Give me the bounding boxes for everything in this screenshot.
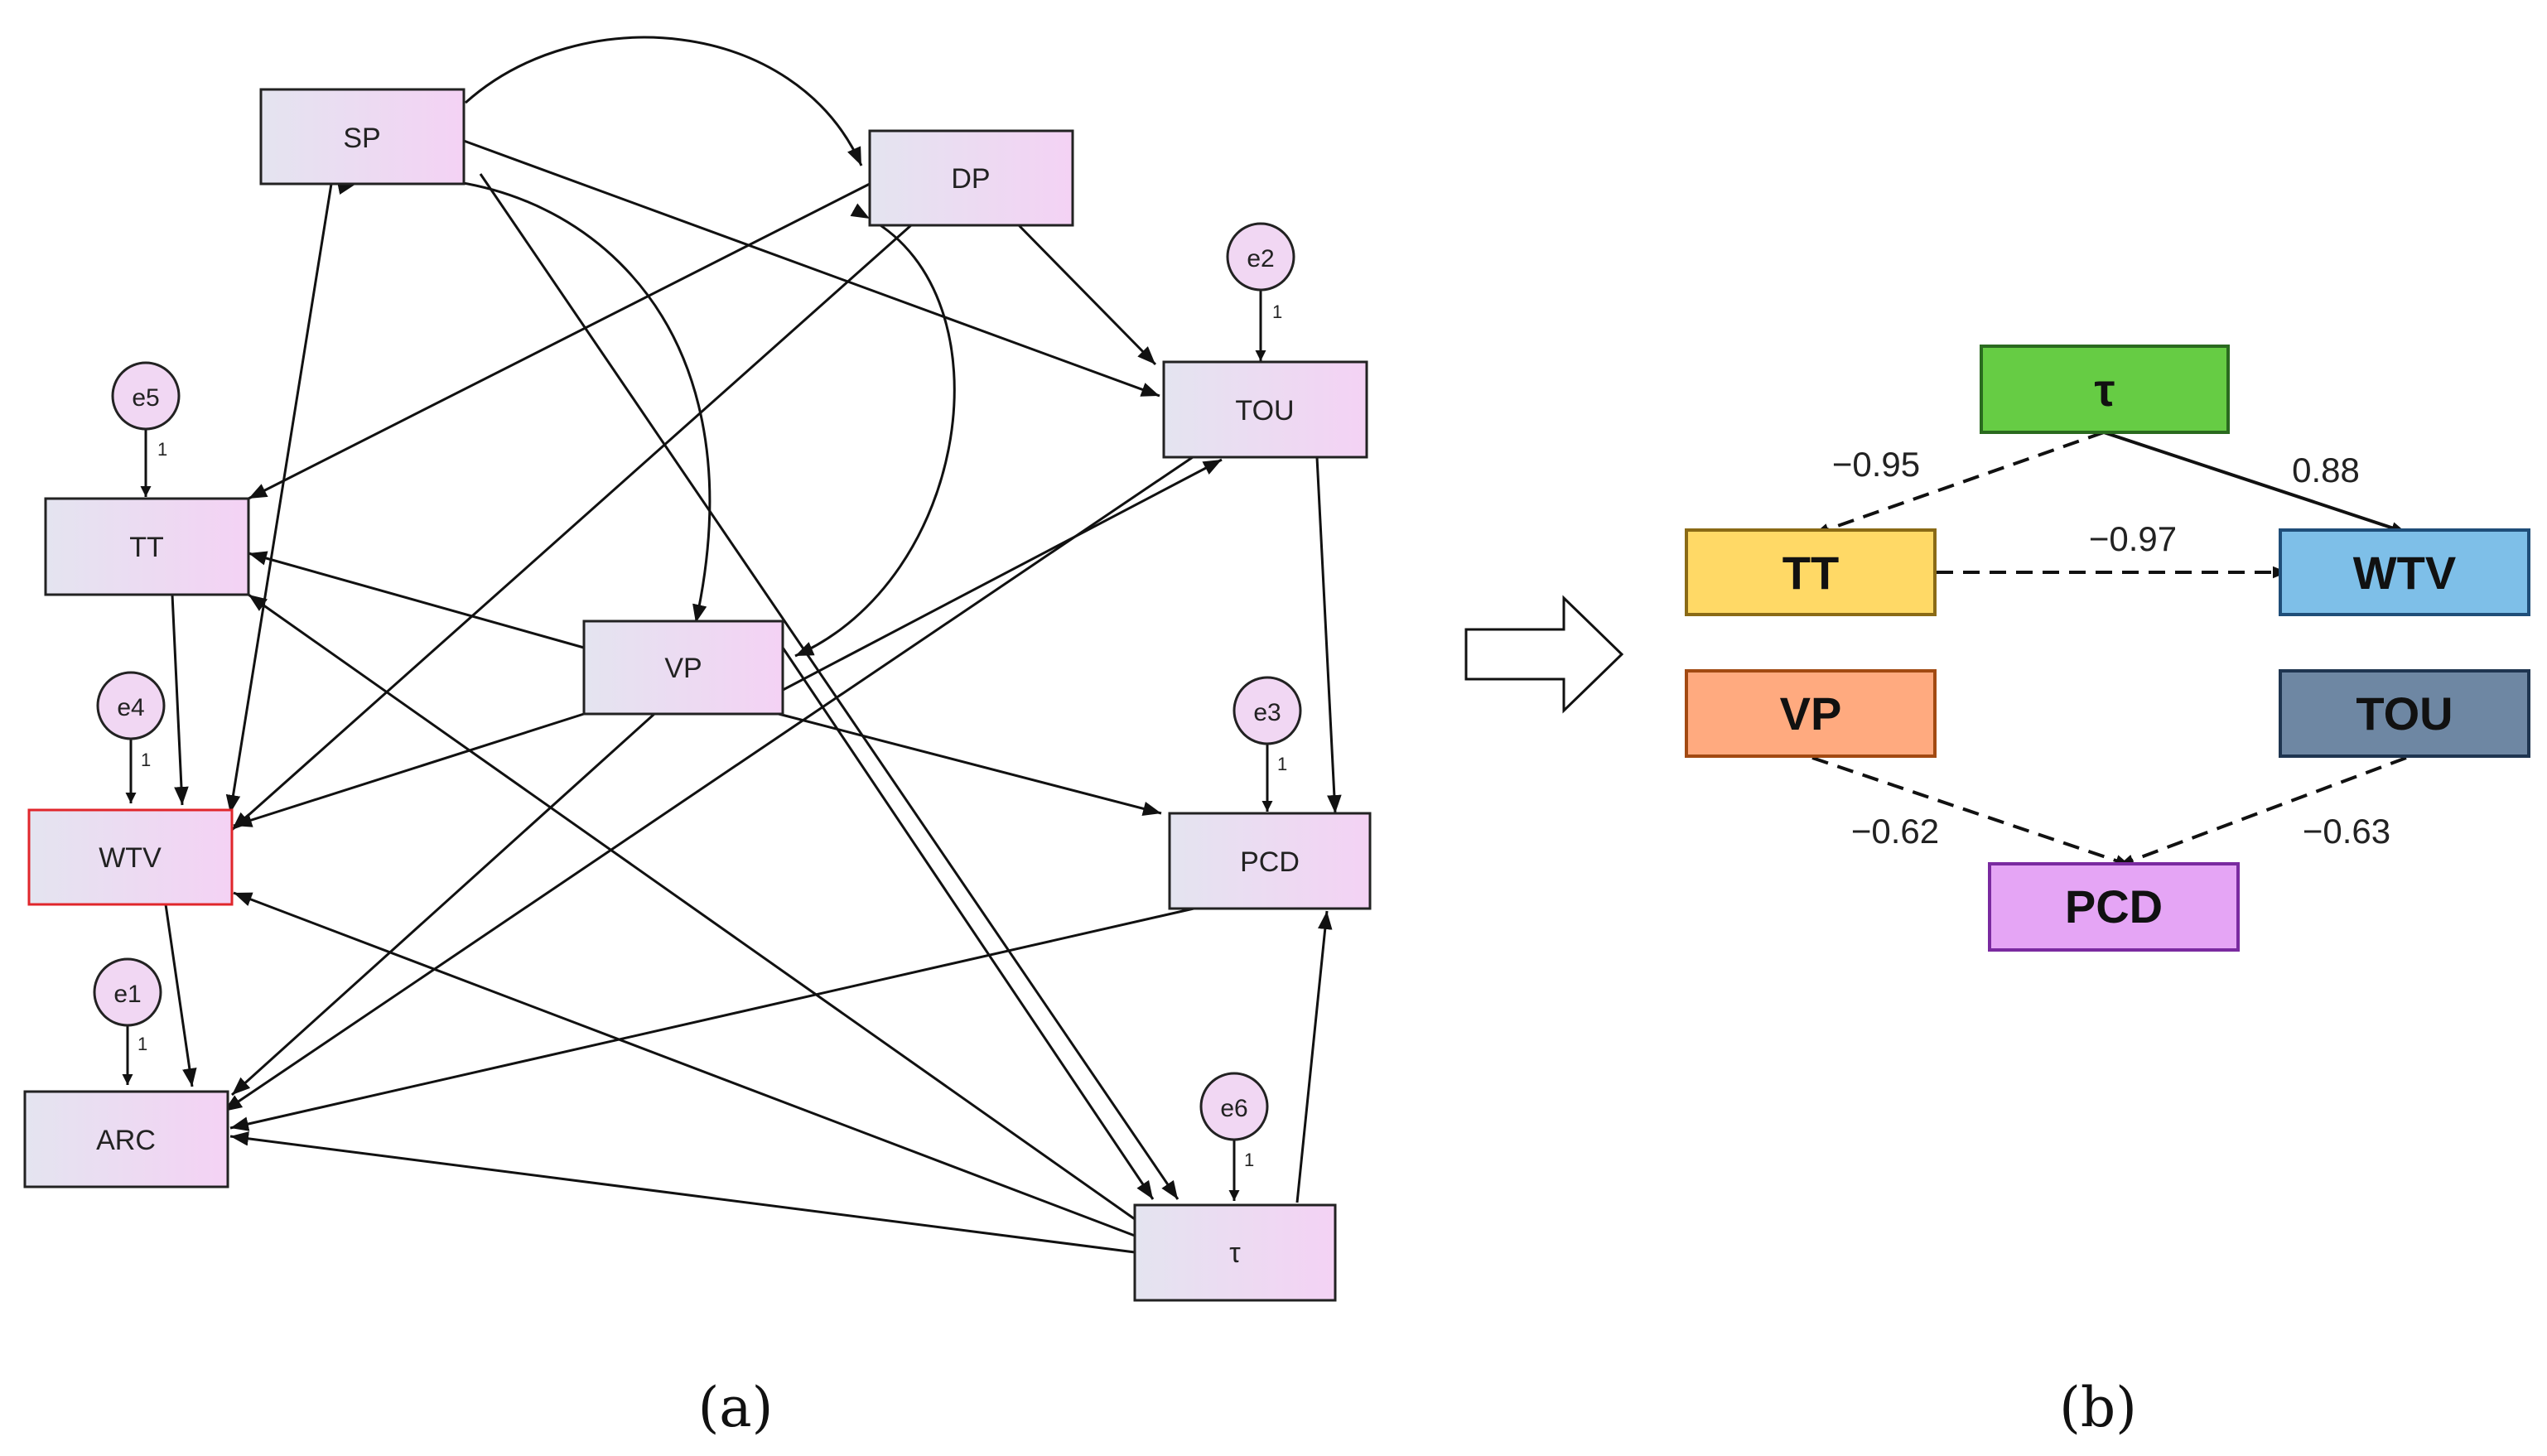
panel-a-edges (122, 36, 1342, 1254)
node-tau: τ (1133, 1203, 1337, 1302)
node-vp-label: VP (664, 653, 702, 684)
edge-tau-pcd (1295, 910, 1333, 1203)
transition-arrow-icon (1464, 595, 1624, 714)
coef-tou-pcd: −0.63 (2303, 812, 2390, 851)
node-pcd: PCD (1168, 812, 1372, 910)
error-e2-label: e2 (1247, 245, 1274, 272)
b-node-pcd-label: PCD (2065, 880, 2163, 933)
node-tau-label: τ (1229, 1237, 1241, 1269)
error-e6: e6 1 (1199, 1072, 1269, 1170)
weight-e1: 1 (137, 1034, 147, 1054)
error-e5: e5 1 (111, 361, 181, 460)
edge-tt-wtv (171, 594, 189, 806)
coef-tt-wtv: −0.97 (2089, 519, 2177, 558)
caption-b: (b) (2059, 1376, 2137, 1439)
panel-b-nodes: τ TT WTV VP TOU PCD (1685, 345, 2530, 952)
edge-dp-tt (248, 182, 871, 500)
error-e3: e3 1 (1232, 676, 1302, 774)
edge-wtv-arc (164, 904, 197, 1087)
edge-vp-wtv (233, 712, 585, 827)
panel-b-edges (1811, 431, 2407, 867)
node-wtv-label: WTV (99, 842, 162, 874)
b-node-wtv: WTV (2279, 528, 2530, 616)
node-tt-label: TT (129, 532, 164, 563)
b-node-tou-label: TOU (2356, 687, 2453, 740)
edge-vp-pcd (778, 712, 1162, 816)
edge-b-tau-wtv (2103, 431, 2407, 534)
edge-b-vp-pcd (1811, 756, 2131, 867)
weight-e6: 1 (1244, 1150, 1254, 1170)
b-node-wtv-label: WTV (2353, 547, 2456, 599)
coef-vp-pcd: −0.62 (1851, 812, 1939, 851)
node-arc: ARC (23, 1090, 229, 1188)
weight-e3: 1 (1277, 754, 1287, 774)
node-sp: SP (259, 88, 466, 186)
edge-tou-pcd (1315, 456, 1342, 814)
node-tou-label: TOU (1235, 395, 1294, 427)
node-pcd-label: PCD (1240, 846, 1300, 878)
node-wtv: WTV (27, 808, 234, 906)
coef-tau-wtv: 0.88 (2292, 451, 2360, 489)
node-arc-label: ARC (96, 1125, 156, 1156)
edge-sp-tou (463, 139, 1160, 398)
b-node-tt: TT (1685, 528, 1937, 616)
edge-vp-tt (248, 551, 585, 649)
b-node-tau: τ (1980, 345, 2230, 434)
caption-a: (a) (698, 1376, 774, 1439)
edge-vp-arc (230, 712, 656, 1097)
b-node-vp-label: VP (1780, 687, 1842, 740)
cov-sp-vp (336, 177, 712, 624)
node-tt: TT (44, 497, 250, 596)
b-node-tau-label: τ (2095, 364, 2115, 416)
panel-a-nodes: SP DP TOU TT VP WTV PCD ARC (23, 88, 1372, 1302)
node-tou: TOU (1162, 360, 1368, 459)
weight-e5: 1 (157, 439, 167, 460)
error-e1: e1 1 (93, 957, 162, 1054)
edge-vp-tou (736, 458, 1223, 716)
node-sp-label: SP (343, 123, 380, 154)
edge-tau-tt (248, 593, 1136, 1221)
weight-e4: 1 (141, 750, 151, 770)
edge-sp-tau (479, 173, 1179, 1200)
edge-tau-arc (229, 1131, 1136, 1254)
cov-sp-dp (446, 36, 863, 166)
edge-vp-tau (781, 647, 1155, 1200)
b-node-vp: VP (1685, 669, 1937, 758)
edge-dp-tou (1017, 224, 1157, 366)
edge-tou-arc (223, 456, 1194, 1113)
b-node-pcd: PCD (1988, 862, 2240, 952)
error-e5-label: e5 (132, 384, 159, 412)
error-e3-label: e3 (1253, 699, 1281, 726)
weight-e2: 1 (1272, 301, 1282, 322)
error-e2: e2 1 (1226, 222, 1295, 322)
node-dp: DP (868, 129, 1074, 227)
node-vp: VP (582, 620, 784, 716)
error-e4-label: e4 (117, 694, 144, 721)
node-dp-label: DP (951, 163, 990, 195)
b-node-tt-label: TT (1782, 547, 1839, 599)
coef-tau-tt: −0.95 (1832, 445, 1920, 484)
error-e4: e4 1 (96, 671, 166, 770)
error-e1-label: e1 (113, 981, 141, 1008)
cov-dp-vp (794, 203, 956, 658)
edge-pcd-arc (229, 905, 1202, 1131)
error-e6-label: e6 (1220, 1095, 1247, 1122)
panel-b-coefficients: −0.95 0.88 −0.97 −0.62 −0.63 (1832, 445, 2390, 851)
edge-sp-wtv (225, 183, 333, 814)
edge-dp-wtv (231, 224, 912, 832)
b-node-tou: TOU (2279, 669, 2530, 758)
edge-tau-wtv (233, 891, 1136, 1237)
